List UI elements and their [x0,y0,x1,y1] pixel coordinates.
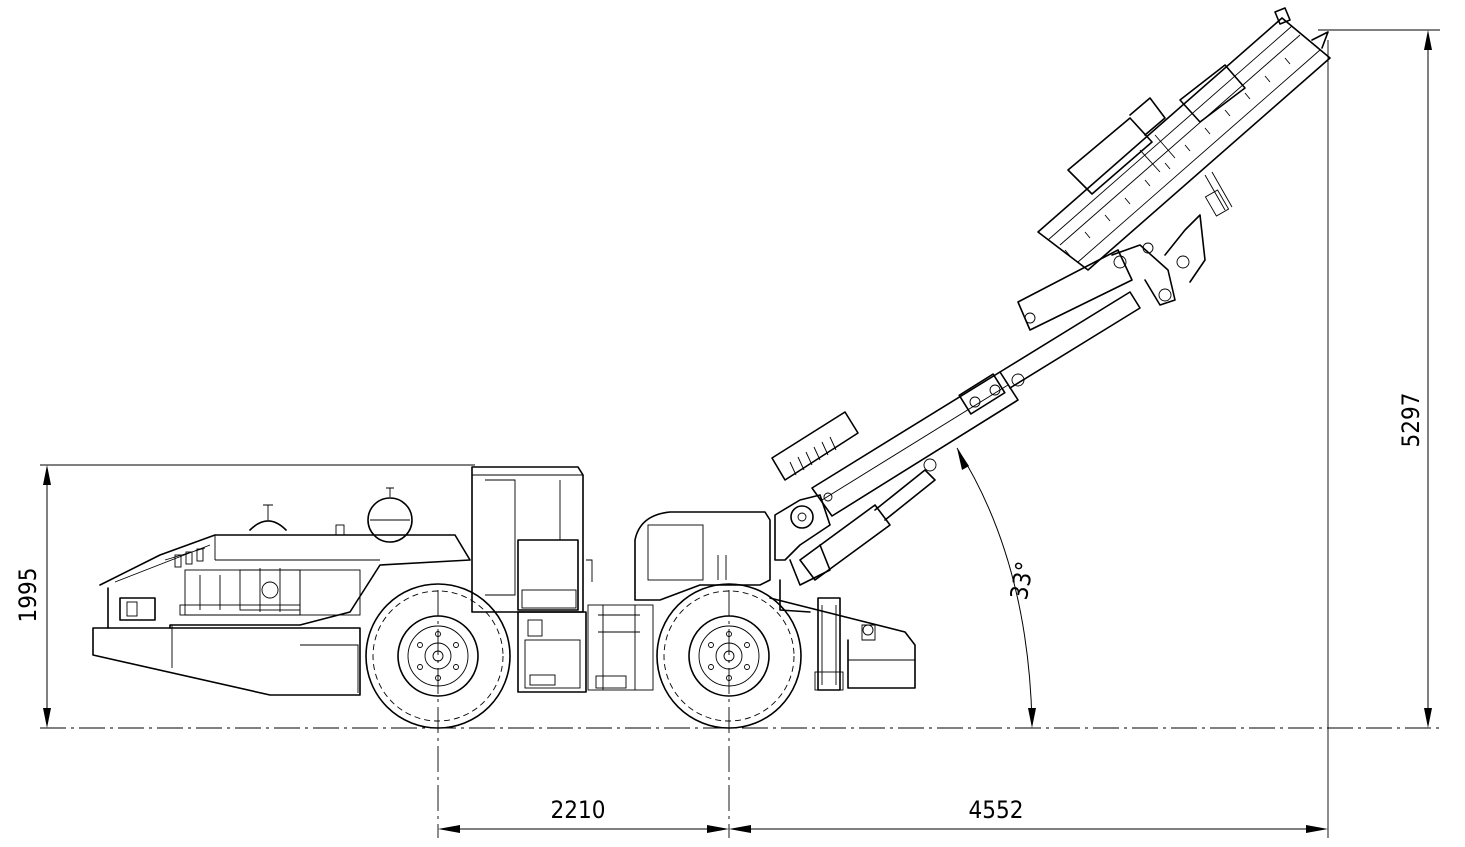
dim-label-wheelbase: 2210 [551,796,606,824]
dim-label-front-reach: 4552 [969,796,1024,824]
dim-front-reach [729,825,1328,833]
dim-overall-height [40,464,475,728]
rear-wheel [365,583,511,729]
dim-boom-angle [956,447,1036,728]
middle-frame [517,604,654,693]
rear-frame [92,534,471,696]
dim-label-boom-height: 5297 [1397,393,1425,448]
main-boom [811,291,1141,517]
front-wheel [656,583,802,729]
dim-boom-height [1318,29,1440,838]
engine-parts [249,487,413,543]
lift-cylinder [799,458,937,581]
dim-label-boom-angle: 33° [1005,559,1039,602]
dim-wheelbase [438,825,729,833]
cab [471,466,593,613]
boom-base [774,492,833,586]
hose-rack [771,411,859,481]
drill-feed [1037,7,1331,271]
dim-label-overall-height: 1995 [14,568,42,623]
front-frame [634,511,916,691]
